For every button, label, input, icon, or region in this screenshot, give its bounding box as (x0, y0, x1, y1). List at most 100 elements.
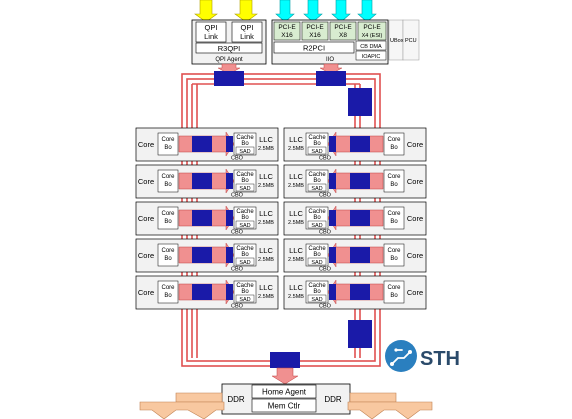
cbo-label: CBO (319, 267, 332, 273)
llc-size-label: 2.5MB (258, 183, 274, 189)
core-bo-label: Core (387, 174, 401, 180)
qpi-arrows (194, 0, 258, 23)
core-bo-label: Core (387, 248, 401, 254)
pcie-4 (357, 21, 387, 41)
cache-bo-label: Bo (241, 252, 249, 258)
llc-size-label: 2.5MB (258, 257, 274, 263)
core-label: Core (407, 177, 423, 186)
cbo-label: CBO (319, 230, 332, 236)
llc-label: LLC (259, 283, 273, 292)
home-agent-box (251, 384, 317, 399)
llc-label: LLC (289, 209, 303, 218)
core-bo-label: Core (161, 174, 175, 180)
core-bo-label: Bo (390, 219, 398, 225)
pcie-2-line1: PCI-E (306, 24, 324, 31)
pcie-1 (273, 21, 301, 41)
llc-label: LLC (289, 135, 303, 144)
qpi-agent-block: QPI Link QPI Link R3QPI QPI Agent (191, 19, 267, 65)
sad-label: SAD (239, 260, 250, 266)
core-bo-label: Core (161, 211, 175, 217)
core-bo-label: Bo (164, 293, 172, 299)
ubox-pcu-block: UBox PCU (388, 19, 420, 61)
iio-label: IIO (326, 57, 334, 63)
core-bo-label: Core (161, 285, 175, 291)
core-label: Core (407, 288, 423, 297)
cache-bo-label: Cache (308, 209, 326, 215)
pcie-4-line2: X4 (ESI) (362, 33, 383, 39)
r3qpi-box (195, 42, 263, 54)
r2pci-label: R2PCI (303, 44, 325, 53)
cache-bo-label: Cache (308, 135, 326, 141)
iio-block: PCI-E X16 PCI-E X16 PCI-E X8 PCI-E X4 (E… (271, 19, 389, 65)
core-bo-label: Core (161, 137, 175, 143)
core-bo-label: Bo (390, 256, 398, 262)
core-label: Core (138, 251, 154, 260)
llc-size-label: 2.5MB (258, 146, 274, 152)
sad-label: SAD (239, 223, 250, 229)
ioapic-label: IOAPIC (362, 54, 381, 60)
cache-bo-label: Bo (313, 215, 321, 221)
sad-label: SAD (311, 223, 322, 229)
qpi-link-1-line1: QPI (205, 23, 218, 32)
qpi-link-2-line2: Link (240, 32, 254, 41)
core-label: Core (138, 140, 154, 149)
pcie-arrows (275, 0, 377, 23)
sth-logo-icon (385, 340, 417, 372)
sad-label: SAD (311, 149, 322, 155)
sad-label: SAD (239, 149, 250, 155)
llc-label: LLC (289, 246, 303, 255)
core-bo-label: Bo (164, 182, 172, 188)
llc-size-label: 2.5MB (288, 294, 304, 300)
core-label: Core (407, 251, 423, 260)
core-label: Core (138, 177, 154, 186)
llc-label: LLC (259, 135, 273, 144)
core-bo-label: Core (161, 248, 175, 254)
llc-label: LLC (259, 246, 273, 255)
cache-bo-label: Bo (241, 178, 249, 184)
cache-bo-label: Bo (241, 215, 249, 221)
ubox-label: UBox (390, 38, 404, 44)
qpi-link-1-line2: Link (204, 32, 218, 41)
cache-bo-label: Cache (236, 283, 254, 289)
home-agent-connector (271, 367, 299, 385)
r3qpi-label: R3QPI (218, 44, 241, 53)
cache-bo-label: Bo (313, 252, 321, 258)
cb-dma-box (355, 40, 387, 51)
cache-bo-label: Bo (313, 178, 321, 184)
llc-size-label: 2.5MB (288, 257, 304, 263)
cbo-label: CBO (231, 156, 244, 162)
core-bo-label: Bo (390, 182, 398, 188)
core-bo-label: Bo (390, 145, 398, 151)
cache-bo-label: Bo (313, 289, 321, 295)
pcie-3 (329, 21, 357, 41)
core-bo-label: Core (387, 137, 401, 143)
core-bo-label: Bo (164, 145, 172, 151)
llc-label: LLC (289, 283, 303, 292)
llc-size-label: 2.5MB (288, 183, 304, 189)
sth-logo: STH (385, 340, 460, 372)
r2pci-box (273, 41, 355, 54)
cache-bo-label: Cache (308, 283, 326, 289)
core-bo-label: Bo (164, 256, 172, 262)
pcie-1-line1: PCI-E (278, 24, 296, 31)
cache-bo-label: Cache (308, 172, 326, 178)
core-bo-label: Bo (390, 293, 398, 299)
ddr-arrows (139, 392, 433, 419)
pcie-4-line1: PCI-E (363, 24, 381, 31)
ddr-left-label: DDR (227, 395, 245, 404)
llc-size-label: 2.5MB (288, 220, 304, 226)
cache-bo-label: Cache (236, 172, 254, 178)
qpi-link-2-line1: QPI (241, 23, 254, 32)
pcie-2 (301, 21, 329, 41)
cbo-label: CBO (231, 304, 244, 310)
sad-label: SAD (311, 186, 322, 192)
cbo-label: CBO (319, 156, 332, 162)
